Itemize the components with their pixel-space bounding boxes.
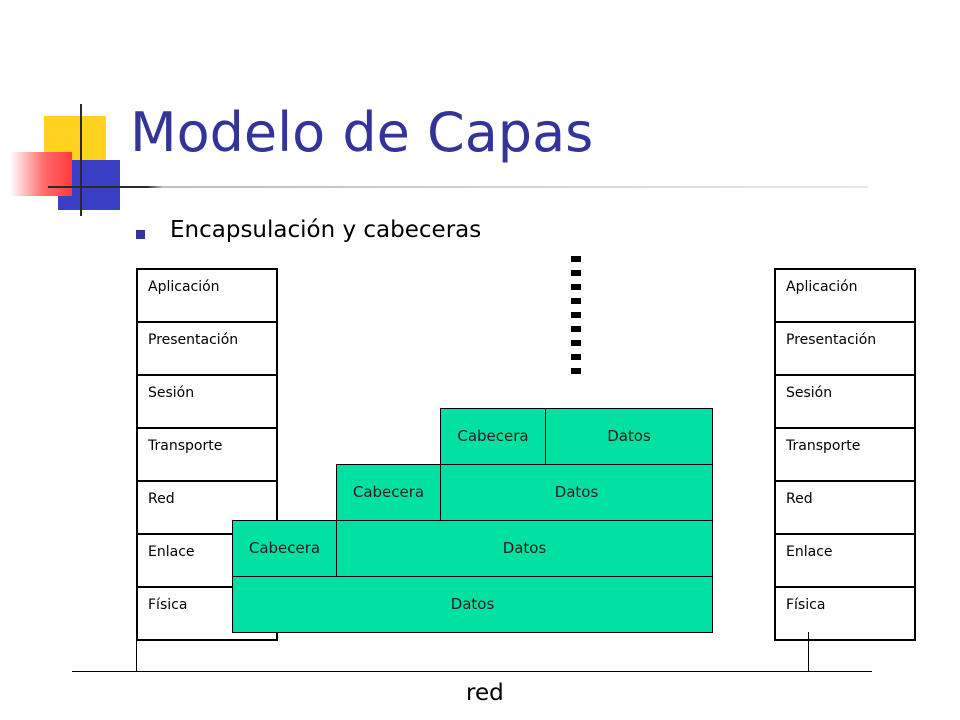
layer-aplicacion: Aplicación [138, 270, 276, 323]
dotted-line [571, 256, 581, 376]
layer-transporte: Transporte [138, 429, 276, 482]
network-label: red [466, 680, 504, 706]
layer-sesion: Sesión [138, 376, 276, 429]
layer-enlace: Enlace [776, 535, 914, 588]
right-layer-stack: Aplicación Presentación Sesión Transport… [774, 268, 916, 641]
link-header-block: Cabecera [232, 520, 337, 577]
layer-transporte: Transporte [776, 429, 914, 482]
physical-data-block: Datos [232, 576, 713, 633]
subtitle: Encapsulación y cabeceras [170, 217, 482, 243]
network-header-block: Cabecera [336, 464, 441, 521]
layer-presentacion: Presentación [776, 323, 914, 376]
link-data-block: Datos [336, 520, 713, 577]
layer-aplicacion: Aplicación [776, 270, 914, 323]
bullet-icon [136, 230, 145, 239]
network-line [72, 671, 872, 672]
logo-red-square [10, 152, 72, 196]
layer-sesion: Sesión [776, 376, 914, 429]
title-underline [48, 186, 868, 188]
layer-fisica: Física [776, 588, 914, 641]
logo-vertical-line [80, 104, 82, 216]
transport-data-block: Datos [545, 408, 713, 465]
layer-fisica: Física [138, 588, 276, 641]
layer-red: Red [138, 482, 276, 535]
network-connector-right [808, 632, 809, 672]
layer-presentacion: Presentación [138, 323, 276, 376]
page-title: Modelo de Capas [130, 101, 594, 164]
transport-header-block: Cabecera [440, 408, 546, 465]
layer-enlace: Enlace [138, 535, 276, 588]
layer-red: Red [776, 482, 914, 535]
network-data-block: Datos [440, 464, 713, 521]
network-connector-left [136, 632, 137, 672]
